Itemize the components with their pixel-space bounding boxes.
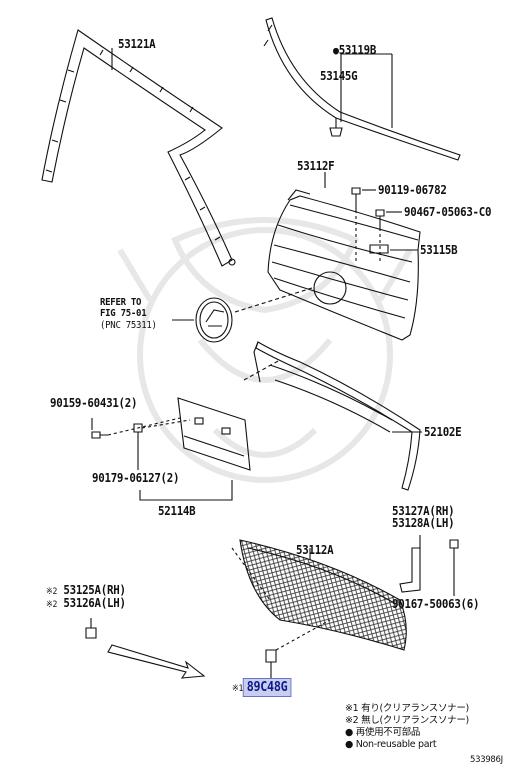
leader-52114B bbox=[139, 480, 233, 501]
legend-line-2: ※2 無し(クリアランスソナー) bbox=[345, 715, 469, 726]
non-reusable-bullet: ● bbox=[333, 44, 339, 57]
dash-bracket bbox=[107, 417, 191, 436]
label-53126A-text: 53126A(LH) bbox=[63, 596, 126, 610]
label-53112A: 53112A bbox=[296, 543, 334, 557]
clip-90167 bbox=[449, 539, 459, 596]
label-53126A: ※2 53126A(LH) bbox=[46, 597, 126, 612]
label-90167: 90167-50063(6) bbox=[392, 597, 480, 611]
label-90119: 90119-06782 bbox=[378, 183, 447, 197]
label-53125A: ※2 53125A(RH) bbox=[46, 584, 126, 599]
highlighted-part-89C48G[interactable]: 89C48G bbox=[243, 678, 291, 697]
note2-mark-b: ※2 bbox=[46, 600, 58, 610]
part-53112A-lower-grille bbox=[239, 539, 407, 651]
dash-bolts bbox=[355, 210, 381, 262]
label-53119B: ●53119B bbox=[333, 43, 377, 58]
label-53128A: 53128A(LH) bbox=[392, 516, 455, 530]
note2-mark-a: ※2 bbox=[46, 587, 58, 597]
label-52102E: 52102E bbox=[424, 425, 462, 439]
label-53115B: 53115B bbox=[420, 243, 458, 257]
dash-lower-grille bbox=[231, 547, 271, 601]
label-refer-line2: FIG 75-01 bbox=[100, 308, 147, 319]
label-90179: 90179-06127(2) bbox=[92, 471, 180, 485]
dash-sensor bbox=[275, 619, 331, 651]
part-53145G-strip bbox=[263, 17, 461, 161]
clip-53115B bbox=[369, 244, 389, 254]
label-90159: 90159-60431(2) bbox=[50, 396, 138, 410]
bolt-90467 bbox=[375, 209, 385, 228]
label-90467: 90467-05063-C0 bbox=[404, 205, 492, 219]
legend-line-3: ● 再使用不可部品 bbox=[345, 727, 421, 738]
label-refer-line3: (PNC 75311) bbox=[100, 320, 157, 331]
label-53119B-text: 53119B bbox=[338, 43, 377, 57]
label-53112F: 53112F bbox=[297, 159, 335, 173]
part-53121A-molding bbox=[41, 29, 236, 267]
label-53125A-text: 53125A(RH) bbox=[63, 583, 126, 597]
legend-line-1: ※1 有り(クリアランスソナー) bbox=[345, 703, 469, 714]
note1-mark: ※1 bbox=[232, 684, 244, 694]
label-53127A: 53127A(RH) bbox=[392, 504, 455, 518]
sensor-89C48G bbox=[265, 649, 277, 663]
label-53121A: 53121A bbox=[118, 37, 156, 51]
watermark-emblem bbox=[117, 217, 413, 483]
clip-53119B bbox=[329, 118, 343, 137]
emblem-lexus bbox=[195, 297, 233, 343]
part-53112F-grille bbox=[267, 189, 421, 341]
part-52102E-molding bbox=[253, 341, 421, 491]
label-52114B: 52114B bbox=[158, 504, 196, 518]
part-53127A-bracket bbox=[399, 547, 421, 593]
bolt-90119 bbox=[351, 187, 361, 210]
leader-53119B bbox=[340, 53, 393, 128]
screw-90159 bbox=[91, 431, 108, 439]
diagram-id: 533986J bbox=[470, 755, 503, 765]
label-refer-line1: REFER TO bbox=[100, 297, 142, 308]
clip-53125A bbox=[85, 627, 97, 639]
front-arrow bbox=[107, 644, 206, 679]
part-52114B-bracket bbox=[177, 397, 251, 471]
label-53145G: 53145G bbox=[320, 69, 358, 83]
legend-line-4: ● Non-reusable part bbox=[345, 739, 437, 750]
